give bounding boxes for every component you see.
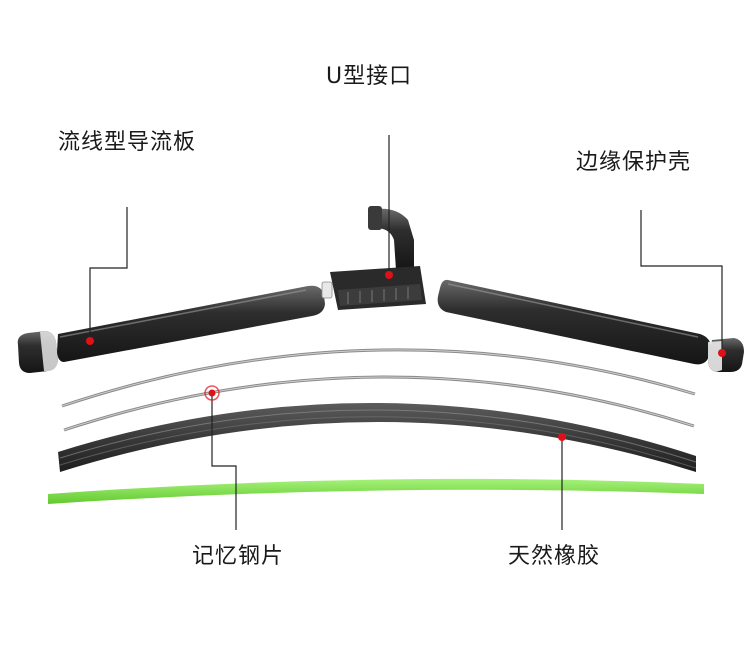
right-edge-cap	[708, 338, 744, 372]
edge-cap-label: 边缘保护壳	[576, 150, 692, 175]
steel-leader-line	[211, 393, 237, 530]
edge-cap-marker	[718, 349, 726, 357]
left-spoiler-section	[57, 285, 325, 362]
rubber-blade	[58, 402, 697, 472]
spoiler-marker	[86, 337, 94, 345]
steel-marker	[208, 389, 216, 397]
rubber-label: 天然橡胶	[508, 544, 601, 569]
memory-steel-label: 记忆钢片	[192, 544, 285, 569]
leader-lines	[89, 135, 723, 530]
u-connector-label: U型接口	[326, 64, 413, 89]
markers	[86, 271, 726, 441]
green-rubber-strip	[48, 478, 704, 504]
u-connector-part	[321, 206, 426, 310]
rubber-marker	[558, 433, 566, 441]
left-edge-cap	[17, 331, 58, 373]
right-spoiler-section	[437, 279, 712, 365]
u-connector-marker	[385, 271, 393, 279]
spoiler-label: 流线型导流板	[58, 130, 197, 155]
steel-marker-ring	[204, 385, 220, 401]
spoiler-leader-line	[89, 207, 128, 340]
memory-steel-strips	[61, 348, 696, 432]
edge-cap-leader-line	[640, 210, 723, 353]
